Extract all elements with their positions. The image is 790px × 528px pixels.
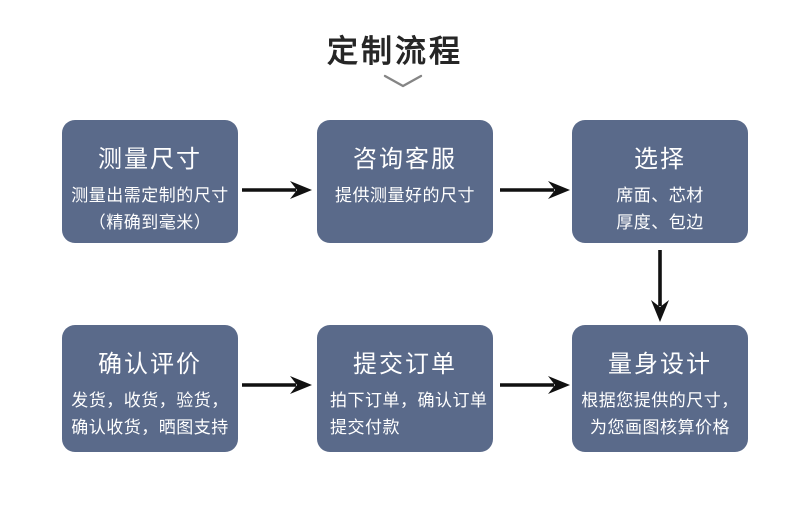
flow-step-tailored-design: 量身设计 根据您提供的尺寸， 为您画图核算价格 xyxy=(572,325,748,452)
flow-step-choose-options: 选择 席面、芯材 厚度、包边 xyxy=(572,120,748,243)
step-title: 选择 xyxy=(634,146,686,173)
step-detail: 拍下订单，确认订单 xyxy=(330,391,488,410)
step-title: 测量尺寸 xyxy=(98,146,202,173)
step-detail: 发货，收货，验货， xyxy=(71,391,229,410)
step-title: 量身设计 xyxy=(608,351,712,378)
step-detail: 确认收货，晒图支持 xyxy=(71,418,229,437)
step-detail: 为您画图核算价格 xyxy=(590,418,730,437)
step-detail: 根据您提供的尺寸， xyxy=(581,391,739,410)
step-detail: 提交付款 xyxy=(330,418,400,437)
flow-step-measure-size: 测量尺寸 测量出需定制的尺寸 （精确到毫米） xyxy=(62,120,238,243)
flow-step-submit-order: 提交订单 拍下订单，确认订单 提交付款 xyxy=(317,325,493,452)
page-title: 定制流程 xyxy=(327,34,463,69)
flow-step-confirm-review: 确认评价 发货，收货，验货， 确认收货，晒图支持 xyxy=(62,325,238,452)
step-detail: 厚度、包边 xyxy=(616,213,704,232)
step-detail: 席面、芯材 xyxy=(616,186,704,205)
step-detail: 测量出需定制的尺寸 xyxy=(71,186,229,205)
flow-step-consult-service: 咨询客服 提供测量好的尺寸 xyxy=(317,120,493,243)
arrow-down-icon xyxy=(651,250,669,322)
chevron-down-icon xyxy=(383,74,423,88)
arrow-right-icon xyxy=(500,181,570,199)
arrow-right-icon xyxy=(242,376,312,394)
step-title: 确认评价 xyxy=(98,351,202,378)
step-detail: 提供测量好的尺寸 xyxy=(335,186,475,205)
arrow-right-icon xyxy=(242,181,312,199)
step-detail: （精确到毫米） xyxy=(88,213,212,232)
arrow-right-icon xyxy=(500,376,570,394)
step-title: 提交订单 xyxy=(353,351,457,378)
step-title: 咨询客服 xyxy=(353,146,457,173)
